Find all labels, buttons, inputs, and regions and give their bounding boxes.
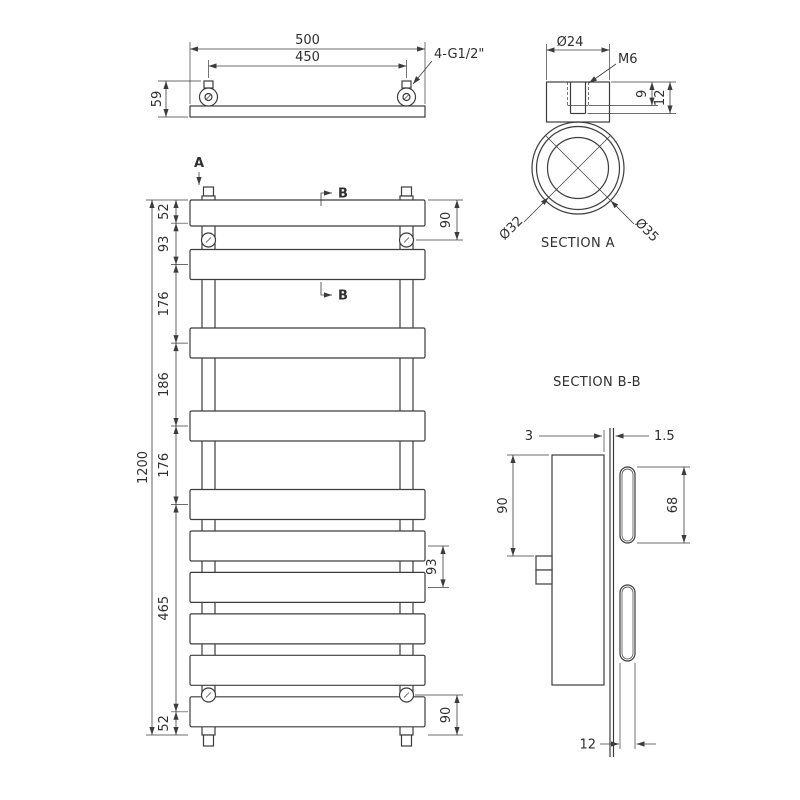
chain-dim-label: 52 [157, 715, 172, 732]
chain-dim-label: 176 [157, 453, 172, 478]
fitting-note-leader [412, 60, 433, 85]
left-tube-bottom-cap [202, 734, 215, 747]
radiator-panel [189, 410, 426, 442]
fitting-note-label: 4-G1/2" [434, 47, 484, 62]
section-a-view: Ø24 M6 9 12 Ø32 Ø35 SECTION A [497, 35, 676, 251]
chain-dim-label: 52 [157, 203, 172, 220]
dim-hole-spacing-label: 450 [295, 50, 320, 65]
front-view: A B B 52 93 176 186 176 465 52 1200 [136, 156, 463, 747]
dia32-leader [523, 197, 549, 223]
radiator-panel [189, 613, 426, 645]
bore-circle [546, 136, 610, 200]
section-marker-a-label: A [194, 156, 204, 171]
right-tube-top-cap [400, 186, 413, 197]
panel-profile [619, 584, 636, 662]
chain-dim-label: 176 [157, 291, 172, 316]
dia35-leader [610, 200, 635, 225]
radiator-panel [189, 199, 426, 227]
dim-outer-dia-label: Ø35 [632, 216, 662, 246]
dim-boss-dia-label: Ø24 [557, 35, 584, 50]
chain-dim-label: 186 [157, 372, 172, 397]
radiator-panel [189, 327, 426, 359]
radiator-panel [189, 571, 426, 604]
section-bb-title: SECTION B-B [553, 375, 641, 390]
radiator-panel [189, 248, 426, 281]
dim-bracket-bottom-label: 90 [439, 707, 454, 724]
radiator-panel [189, 530, 426, 562]
left-valve-cap [203, 80, 214, 89]
dim-bracket-top-label: 90 [439, 212, 454, 229]
dim-hole-depth-label: 12 [653, 90, 668, 107]
section-bb-view: SECTION B-B 3 1.5 90 68 12 [496, 375, 690, 757]
panel-profile [619, 466, 636, 544]
chain-dim-label: 93 [157, 236, 172, 253]
thread-label: M6 [618, 52, 638, 67]
tube-inner-circle [535, 125, 621, 211]
radiator-panel [189, 654, 426, 686]
dim-inner-dia-label: Ø32 [497, 214, 527, 244]
chain-dim-label: 465 [157, 596, 172, 621]
right-tube-bottom-cap [400, 734, 413, 747]
top-view-panel-edge [189, 105, 426, 118]
dim-width-label: 500 [295, 33, 320, 48]
section-marker-b-top-label: B [338, 187, 348, 202]
dim-sheet-thickness-label: 1.5 [654, 429, 675, 444]
dim-depth-label: 59 [150, 91, 165, 108]
valve-boss [535, 555, 553, 571]
dim-overall-height-label: 1200 [136, 451, 151, 484]
thread-leader [588, 63, 617, 84]
radiator-panel [189, 696, 426, 728]
top-view: 500 450 59 4-G1/2" [150, 33, 484, 118]
tube-outer-circle [531, 121, 625, 215]
fitting-boss [545, 81, 611, 123]
dim-thread-depth-label: 9 [635, 90, 650, 98]
dim-gap-label: 3 [525, 429, 533, 444]
left-tube-top-cap [202, 186, 215, 197]
section-marker-b-bottom-arrow [320, 282, 332, 298]
valve-boss [535, 569, 553, 585]
dim-tube-to-valve-label: 90 [496, 497, 511, 514]
radiator-panel [189, 488, 426, 521]
right-valve-cap [401, 80, 412, 89]
dim-bar-pitch-label: 93 [425, 558, 440, 575]
side-tube [551, 454, 605, 686]
section-marker-b-bottom-label: B [338, 289, 348, 304]
cross-line [545, 135, 611, 201]
dim-panel-height-label: 68 [666, 497, 681, 514]
dim-panel-depth-label: 12 [579, 738, 596, 753]
section-a-title: SECTION A [541, 236, 615, 251]
section-marker-b-top-arrow [320, 190, 332, 206]
